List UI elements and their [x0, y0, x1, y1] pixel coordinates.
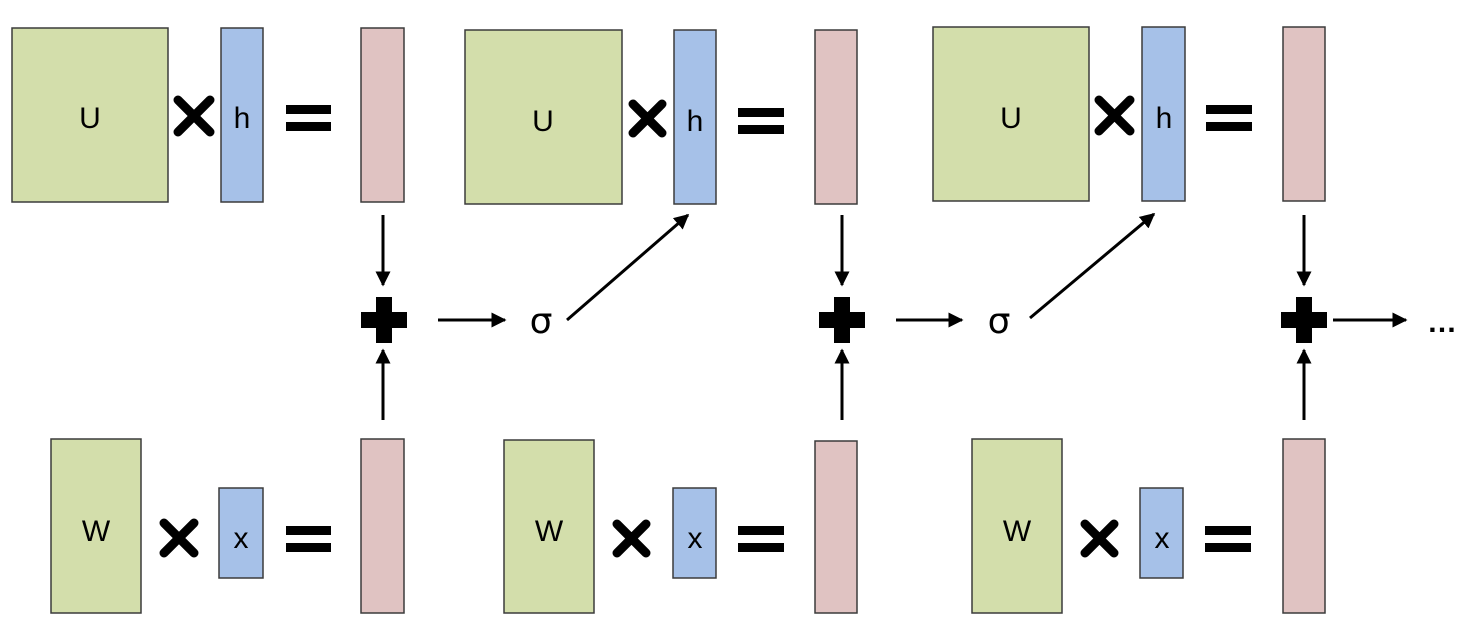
equals-icon	[738, 526, 784, 552]
h-vector	[1141, 26, 1186, 202]
equals-icon	[286, 526, 331, 552]
multiply-icon	[173, 95, 215, 137]
equals-icon	[1205, 526, 1251, 552]
h-label: h	[687, 105, 704, 138]
w-matrix	[971, 438, 1063, 614]
h-vector	[673, 29, 717, 205]
multiply-icon	[612, 519, 651, 558]
timestep-3: U h W x …	[932, 26, 1457, 614]
h-label: h	[234, 102, 251, 135]
wx-result-vector	[360, 438, 405, 614]
h-vector	[220, 27, 264, 203]
x-label: x	[1155, 522, 1170, 555]
multiply-icon	[1080, 519, 1119, 558]
u-label: U	[79, 102, 101, 135]
x-vector	[1139, 487, 1184, 579]
uh-result-vector	[1282, 26, 1326, 202]
multiply-icon	[159, 518, 199, 558]
x-vector	[218, 487, 264, 579]
u-matrix	[11, 27, 169, 203]
multiply-icon	[1094, 95, 1135, 136]
w-label: W	[82, 515, 111, 548]
uh-result-vector	[814, 29, 858, 205]
multiply-icon	[628, 99, 667, 138]
equals-icon	[1206, 105, 1252, 131]
w-matrix	[503, 439, 595, 614]
u-matrix	[464, 29, 623, 205]
timestep-2: U h W x σ	[464, 29, 1156, 614]
arrow-icon	[566, 213, 690, 322]
plus-icon	[1281, 297, 1327, 343]
x-vector	[672, 487, 717, 579]
sigma-activation: σ	[530, 301, 553, 342]
equals-icon	[738, 108, 784, 134]
w-label: W	[1003, 515, 1032, 548]
ellipsis: …	[1427, 306, 1457, 339]
sigma-activation: σ	[988, 301, 1011, 342]
uh-result-vector	[360, 27, 405, 203]
w-matrix	[50, 438, 142, 614]
timestep-1: U h W x σ	[11, 27, 690, 614]
u-label: U	[1000, 102, 1022, 135]
x-label: x	[688, 522, 703, 555]
h-label: h	[1156, 102, 1173, 135]
plus-icon	[361, 297, 407, 343]
equals-icon	[286, 105, 331, 131]
u-label: U	[532, 105, 554, 138]
plus-icon	[819, 297, 865, 343]
arrow-icon	[1029, 212, 1156, 320]
wx-result-vector	[814, 440, 858, 614]
w-label: W	[535, 515, 564, 548]
wx-result-vector	[1282, 438, 1326, 614]
u-matrix	[932, 26, 1090, 202]
x-label: x	[234, 522, 249, 555]
